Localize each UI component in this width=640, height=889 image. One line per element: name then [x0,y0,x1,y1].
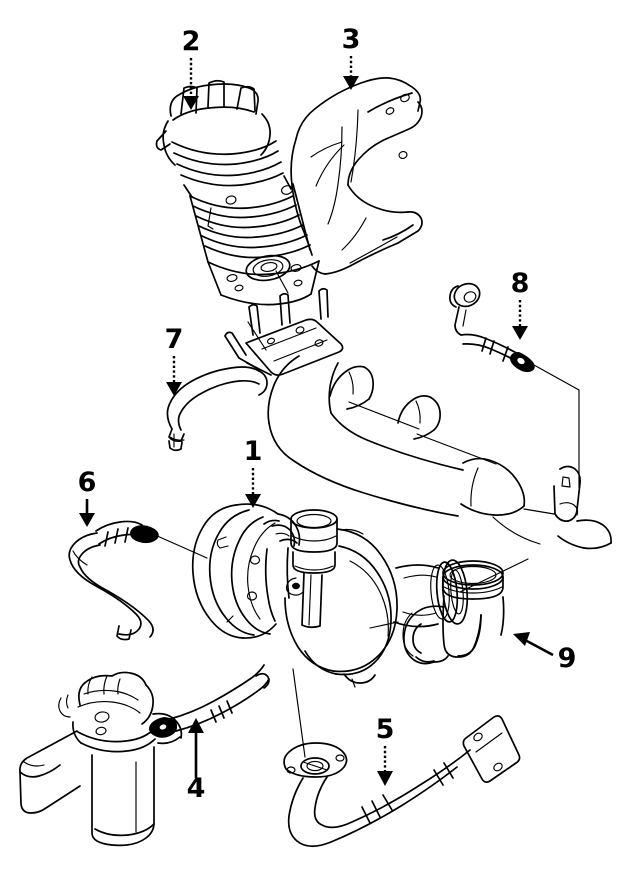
callout-5-number: 5 [376,714,395,745]
callout-3-number: 3 [342,24,361,55]
part-oil-filter-housing-hose [149,664,270,738]
arrow-head-down-icon [166,382,182,396]
part-vacuum-hose [166,366,268,452]
callout-layer: 1 2 3 4 5 6 [78,24,577,804]
callout-9: 9 [513,632,576,674]
part-oil-drain-pipe [283,668,521,848]
callout-3: 3 [342,24,361,90]
part-oil-filter-housing [19,671,183,847]
callout-7-number: 7 [165,324,184,355]
arrow-head-left-icon [513,632,530,646]
part-air-inlet-elbow [369,560,505,665]
part-exhaust-manifold [224,287,612,550]
part-turbocharger-assembly [191,503,529,688]
callout-2-number: 2 [182,26,201,57]
callout-6-number: 6 [78,467,97,498]
callout-1: 1 [244,436,263,508]
arrow-head-down-icon [245,494,261,508]
callout-6: 6 [78,467,97,527]
part-heat-shield [290,77,423,275]
arrow-head-down-icon [512,326,528,340]
callout-2: 2 [182,26,201,110]
callout-1-number: 1 [244,436,263,467]
callout-4: 4 [187,718,206,804]
part-oil-supply-line [68,520,208,641]
callout-8-number: 8 [511,268,530,299]
callout-5: 5 [376,714,395,786]
callout-9-number: 9 [558,643,577,674]
callout-8: 8 [511,268,530,340]
arrow-head-up-icon [188,718,204,733]
arrow-head-down-icon [377,771,393,786]
arrow-head-down-icon [183,96,199,110]
arrow-head-down-icon [79,513,95,527]
arrow-head-down-icon [343,76,359,90]
part-oil-feed-tube [449,282,580,489]
callout-4-number: 4 [187,773,206,804]
callout-7: 7 [165,324,184,396]
part-air-intake-housing [155,79,320,306]
